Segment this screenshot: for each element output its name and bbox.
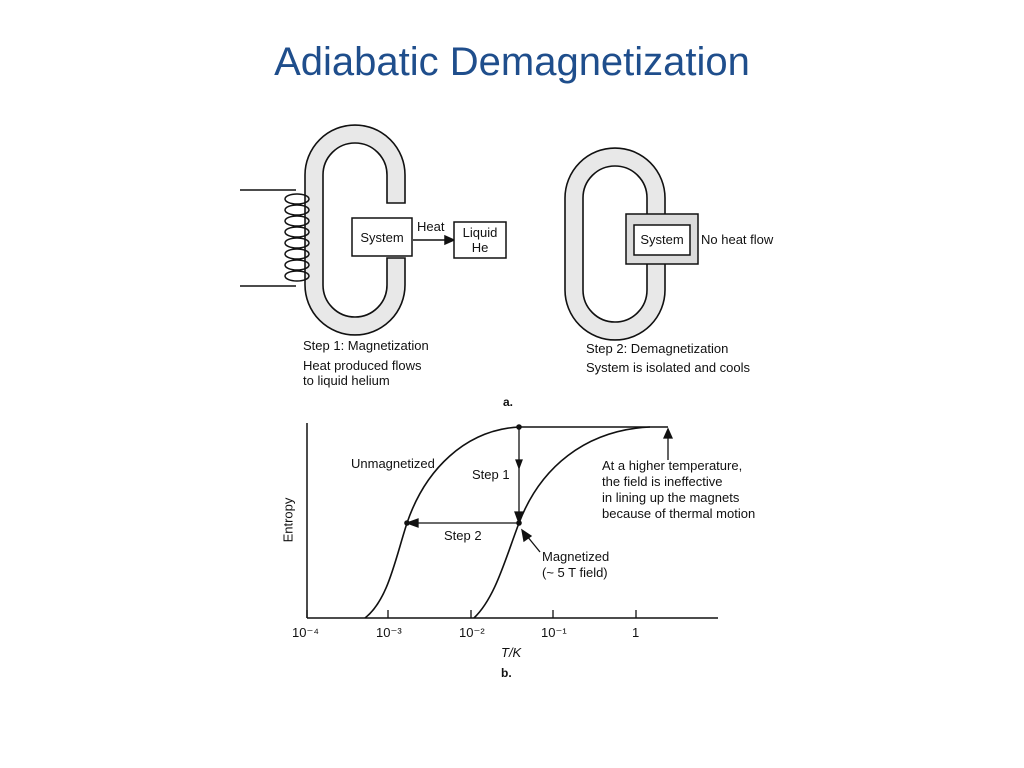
note-line4: because of thermal motion xyxy=(602,506,756,521)
magnetized-label-line1: Magnetized xyxy=(542,549,610,564)
step2-caption-line1: System is isolated and cools xyxy=(586,360,751,375)
heat-arrow-icon xyxy=(413,234,456,246)
tick-label-1e-1: 10⁻¹ xyxy=(541,625,567,640)
system-box-step1 xyxy=(351,217,413,257)
note-line1: At a higher temperature, xyxy=(602,458,743,473)
magnetized-label-line2: (~ 5 T field) xyxy=(542,565,608,580)
unmagnetized-label: Unmagnetized xyxy=(351,456,435,471)
magnetized-arrow xyxy=(521,528,541,553)
graph-axes xyxy=(306,423,718,619)
note-line3: in lining up the magnets xyxy=(602,490,740,505)
point-magnetized xyxy=(516,520,522,526)
helium-label-line2: He xyxy=(471,240,489,255)
point-final xyxy=(404,520,410,526)
coil-icon xyxy=(240,189,310,287)
panel-a-label: a. xyxy=(503,395,514,409)
magnet-step1 xyxy=(304,124,406,336)
tick-label-1e-3: 10⁻³ xyxy=(376,625,402,640)
step2-caption-title: Step 2: Demagnetization xyxy=(586,341,729,356)
system-label-step1: System xyxy=(360,230,404,245)
magnet-step2 xyxy=(564,147,666,341)
helium-label-line1: Liquid xyxy=(462,225,498,240)
step2-arrow xyxy=(405,518,519,528)
tick-label-1e-2: 10⁻² xyxy=(459,625,485,640)
no-heat-flow-label: No heat flow xyxy=(701,232,774,247)
system-box-step2 xyxy=(633,224,691,256)
step1-caption-line2: to liquid helium xyxy=(303,373,390,388)
heat-label: Heat xyxy=(417,219,445,234)
note-arrow xyxy=(662,427,674,460)
tick-label-1e-4: 10⁻⁴ xyxy=(292,625,319,640)
x-ticks xyxy=(306,610,637,618)
y-axis-label: Entropy xyxy=(280,497,296,543)
step2-label: Step 2 xyxy=(444,528,482,543)
system-label-step2: System xyxy=(640,232,684,247)
slide-title: Adiabatic Demagnetization xyxy=(274,40,750,84)
step1-label: Step 1 xyxy=(472,467,510,482)
point-start xyxy=(516,424,522,430)
step1-caption-line1: Heat produced flows xyxy=(303,358,422,373)
panel-b-label: b. xyxy=(501,666,512,680)
x-axis-label: T/K xyxy=(501,645,522,660)
tick-label-1: 1 xyxy=(632,625,640,640)
helium-box xyxy=(453,221,507,259)
step1-caption-title: Step 1: Magnetization xyxy=(303,338,429,353)
step1-arrow xyxy=(514,427,524,525)
note-line2: the field is ineffective xyxy=(602,474,723,489)
curve-unmagnetized xyxy=(364,426,668,619)
